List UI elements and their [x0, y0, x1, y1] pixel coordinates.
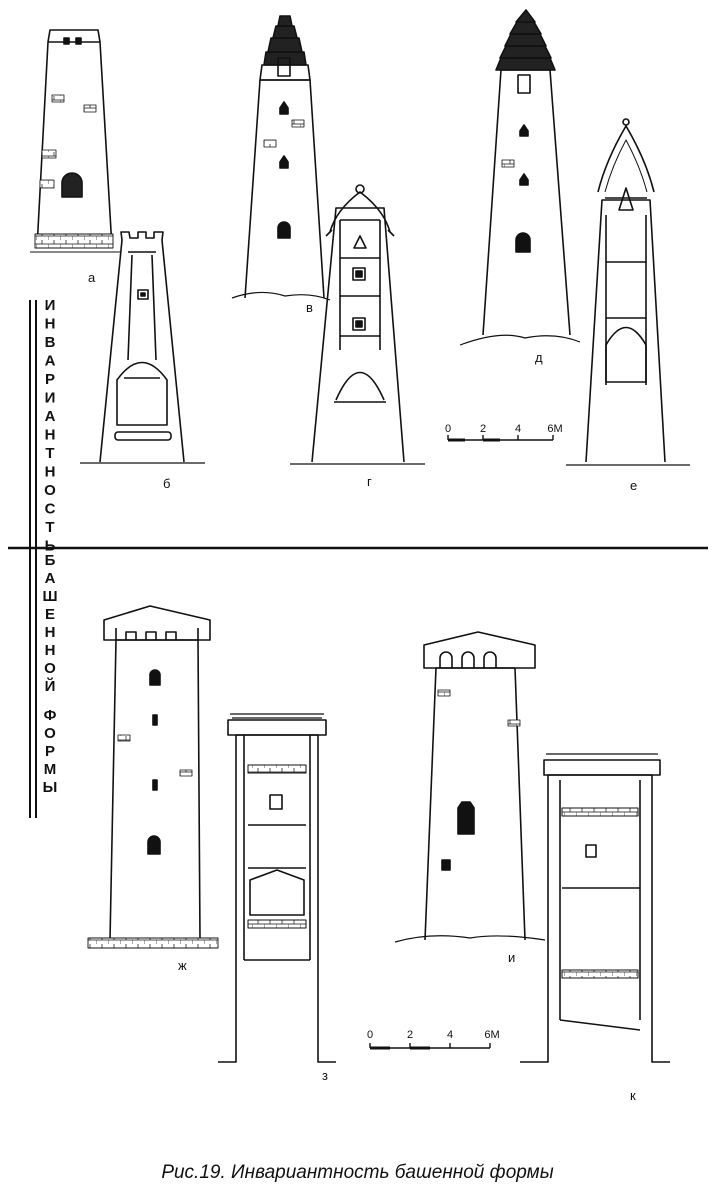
vertical-letter: Н	[45, 427, 56, 444]
tower-zh-facade	[87, 605, 219, 949]
vertical-letter: И	[45, 390, 56, 407]
tower-d-facade	[459, 9, 581, 346]
figure-caption: Рис.19. Инвариантность башенной формы	[161, 1162, 554, 1183]
vertical-letter: Ы	[43, 779, 58, 796]
vertical-letter: В	[45, 334, 56, 351]
vertical-letter: Й	[45, 677, 56, 695]
label-i: и	[508, 950, 515, 965]
label-e: е	[630, 478, 637, 493]
vertical-letter: Ф	[44, 707, 57, 724]
tower-k-section	[520, 753, 670, 1063]
scale-tick-label: 4	[515, 423, 521, 435]
vertical-letter: Н	[45, 642, 56, 659]
label-z: з	[322, 1068, 328, 1083]
vertical-letter: Р	[45, 371, 55, 388]
vertical-letter: Н	[45, 464, 56, 481]
scale-bar-bottom	[369, 1043, 491, 1050]
vertical-letter: А	[45, 570, 56, 587]
vertical-letter: Т	[45, 445, 54, 462]
vertical-letter: Н	[45, 316, 56, 333]
scale-tick-label: 2	[480, 423, 486, 435]
scale-tick-label: 6М	[484, 1029, 499, 1041]
scale-tick-label: 4	[447, 1029, 453, 1041]
label-zh: ж	[178, 958, 187, 973]
vertical-letter: А	[45, 353, 56, 370]
scale-tick-label: 0	[367, 1029, 373, 1041]
vertical-letter: Н	[45, 624, 56, 641]
tower-b-section	[80, 231, 205, 464]
scale-tick-label: 2	[407, 1029, 413, 1041]
vertical-letter: О	[44, 482, 56, 499]
label-b: б	[163, 476, 170, 491]
scale-tick-label: 6М	[547, 423, 562, 435]
tower-a-facade	[30, 29, 120, 253]
tower-i-facade	[394, 631, 546, 943]
label-d: д	[535, 350, 543, 365]
label-k: к	[630, 1088, 636, 1103]
scale-labels-top: 0 2 4 6М	[445, 423, 563, 435]
tower-v-facade	[231, 15, 331, 301]
vertical-letter: А	[45, 408, 56, 425]
scale-labels-bottom: 0 2 4 6М	[367, 1029, 500, 1041]
vertical-letter: Т	[45, 519, 54, 536]
tower-z-section	[218, 713, 336, 1063]
vertical-letter: Е	[45, 606, 55, 623]
vertical-letter: М	[44, 761, 57, 778]
label-a: а	[88, 270, 96, 285]
tower-e-section	[566, 118, 690, 466]
vertical-letter: Ь	[45, 538, 56, 555]
vertical-letter: Б	[45, 552, 56, 569]
vertical-letter: Р	[45, 743, 55, 760]
vertical-rule	[29, 300, 37, 818]
vertical-letter: Ш	[42, 588, 57, 605]
vertical-letter: О	[44, 725, 56, 742]
tower-g-section	[290, 184, 425, 465]
vertical-letter: И	[45, 297, 56, 314]
scale-bar-top	[447, 435, 554, 442]
label-g: г	[367, 474, 372, 489]
vertical-letter: О	[44, 660, 56, 677]
vertical-letter: С	[45, 501, 56, 518]
scale-tick-label: 0	[445, 423, 451, 435]
label-v: в	[306, 300, 313, 315]
